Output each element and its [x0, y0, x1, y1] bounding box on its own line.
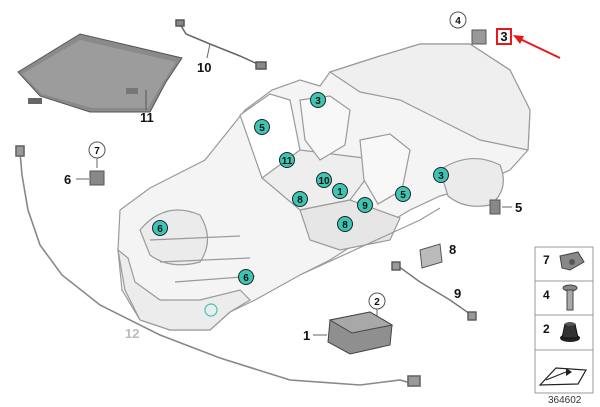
long-cable-part — [15, 145, 421, 387]
svg-text:8: 8 — [342, 220, 348, 231]
clip-nut-icon — [559, 251, 585, 271]
callout-9-center: 9 — [357, 197, 373, 213]
svg-text:2: 2 — [374, 297, 380, 308]
part-label-12: 12 — [125, 326, 139, 341]
callout-5-left: 5 — [254, 119, 270, 135]
part-label-1: 1 — [303, 328, 310, 343]
svg-text:3: 3 — [315, 96, 321, 107]
bracket-part-3 — [471, 29, 487, 45]
callout-6-front: 6 — [152, 220, 168, 236]
grommet-icon — [560, 322, 580, 342]
legend-item-7: 7 — [543, 251, 585, 271]
callout-5-right: 5 — [395, 186, 411, 202]
clip-part-6 — [89, 170, 105, 186]
bracket-part-8 — [419, 243, 443, 269]
callout-7-clip: 7 — [88, 141, 106, 168]
svg-text:3: 3 — [438, 171, 444, 182]
legend-item-2: 2 — [543, 322, 580, 342]
callout-3-upper: 3 — [310, 92, 326, 108]
svg-text:10: 10 — [318, 176, 330, 187]
part-label-5: 5 — [515, 200, 522, 215]
callout-1-center: 1 — [332, 183, 348, 199]
svg-text:3: 3 — [500, 29, 507, 44]
red-arrow-icon — [513, 35, 561, 59]
svg-text:8: 8 — [297, 195, 303, 206]
svg-text:4: 4 — [543, 288, 550, 302]
diagram-reference-number: 364602 — [548, 395, 582, 406]
sensor-cable-part — [175, 19, 267, 70]
bolt-icon — [562, 284, 578, 311]
legend-item-4: 4 — [543, 284, 578, 311]
part-label-11: 11 — [140, 110, 154, 125]
svg-text:5: 5 — [259, 123, 265, 134]
wire-part-9 — [391, 261, 477, 321]
highlighted-label-3: 3 — [496, 28, 512, 45]
callout-2-grommet: 2 — [368, 292, 386, 318]
part-label-10: 10 — [197, 60, 211, 75]
callout-10-center: 10 — [316, 172, 332, 188]
svg-text:1: 1 — [337, 187, 343, 198]
control-module-part-1 — [327, 311, 394, 355]
arrow-symbol-icon — [538, 367, 587, 386]
callout-8-lower: 8 — [337, 216, 353, 232]
svg-text:6: 6 — [157, 224, 163, 235]
svg-text:7: 7 — [543, 253, 550, 267]
part-label-8: 8 — [449, 242, 456, 257]
svg-text:11: 11 — [282, 156, 293, 167]
svg-text:5: 5 — [400, 190, 406, 201]
insulation-mat-part — [17, 33, 183, 113]
stud-part-5 — [489, 199, 501, 215]
callout-6-lower: 6 — [238, 269, 254, 285]
callout-11-center: 11 — [279, 152, 295, 168]
part-label-6: 6 — [64, 172, 71, 187]
svg-text:2: 2 — [543, 322, 550, 336]
part-label-9: 9 — [454, 286, 461, 301]
callout-8-upper: 8 — [292, 191, 308, 207]
mount-point-marker — [204, 303, 218, 317]
callout-4-screw: 4 — [449, 11, 467, 29]
svg-text:6: 6 — [243, 273, 249, 284]
callout-3-right: 3 — [433, 167, 449, 183]
teal-callouts: 3 5 11 10 8 1 9 5 — [152, 92, 449, 285]
svg-text:7: 7 — [94, 146, 100, 157]
legend-panel: 7 4 2 — [534, 246, 594, 394]
svg-text:9: 9 — [362, 201, 368, 212]
svg-text:4: 4 — [455, 16, 461, 27]
